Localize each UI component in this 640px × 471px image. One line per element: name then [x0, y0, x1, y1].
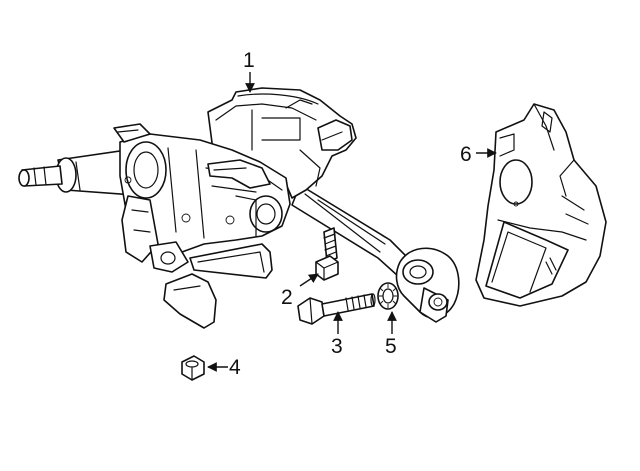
lock-washer-5[interactable]	[377, 282, 399, 310]
bolt-2[interactable]	[315, 227, 339, 281]
leader-2	[299, 273, 319, 287]
steering-column-assembly[interactable]	[18, 87, 460, 329]
callout-6: 6	[460, 143, 472, 166]
callout-4: 4	[229, 356, 241, 379]
nut-4[interactable]	[181, 355, 205, 381]
callout-2: 2	[281, 286, 293, 309]
callout-3: 3	[331, 335, 343, 358]
callout-leaders	[207, 72, 497, 372]
column-cover-6[interactable]	[475, 103, 607, 307]
callout-5: 5	[385, 335, 397, 358]
callout-1: 1	[243, 49, 255, 72]
callout-numbers: 1 2 3 4 5 6	[229, 49, 472, 379]
bolt-3[interactable]	[297, 293, 376, 325]
